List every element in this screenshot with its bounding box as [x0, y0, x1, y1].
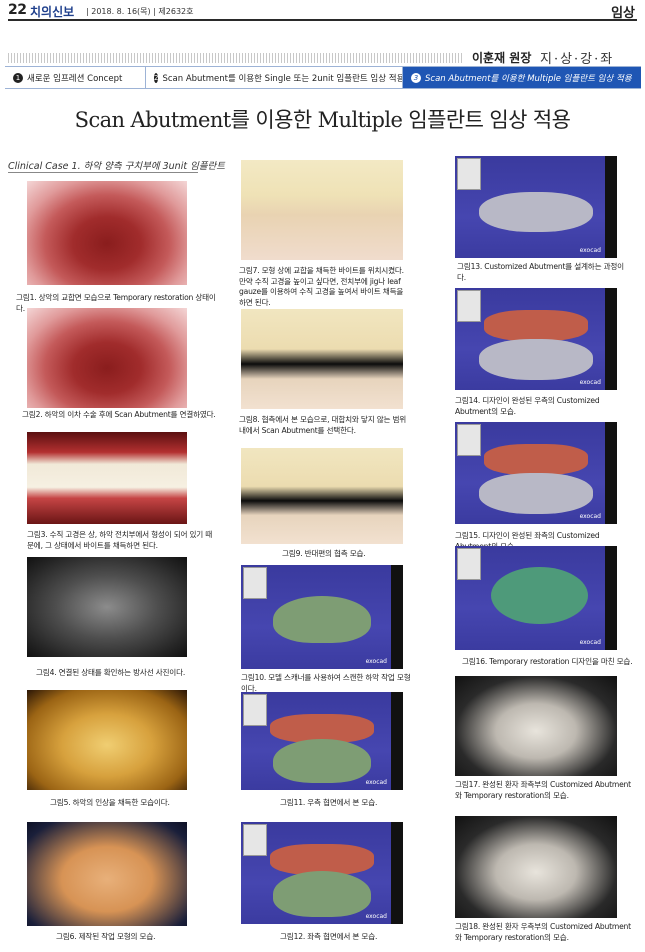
page-number: 22	[8, 2, 27, 18]
decorative-hatch	[8, 53, 463, 63]
software-toolbar	[605, 156, 617, 258]
figure-1-photo	[27, 181, 187, 285]
tab-number: 2	[154, 72, 159, 83]
figure-17-photo	[455, 676, 617, 776]
figure-9-photo	[241, 448, 403, 544]
scan-gingiva	[270, 844, 374, 876]
software-panel	[457, 290, 481, 322]
exocad-logo: exocad	[365, 913, 387, 920]
scan-gingiva	[484, 444, 588, 476]
figure-11-caption: 그림11. 우측 협면에서 본 모습.	[280, 798, 378, 807]
tab-label: Scan Abutment를 이용한 Single 또는 2unit 임플란트 …	[162, 73, 402, 84]
scan-model	[479, 339, 593, 380]
figure-18-caption: 그림18. 완성된 환자 우측부의 Customized Abutment와 T…	[455, 922, 631, 942]
figure-8-caption: 그림8. 협측에서 본 모습으로, 대합치와 닿지 않는 범위 내에서 Scan…	[239, 415, 407, 435]
software-toolbar	[605, 422, 617, 524]
scan-gingiva	[484, 310, 588, 342]
exocad-logo: exocad	[365, 658, 387, 665]
exocad-logo: exocad	[365, 779, 387, 786]
issue-date: | 2018. 8. 16(목) | 제2632호	[86, 7, 194, 16]
software-panel	[243, 567, 267, 599]
scan-model	[479, 473, 593, 514]
tab-label: 새로운 임프레션 Concept	[27, 73, 123, 84]
figure-18-photo	[455, 816, 617, 918]
series-tabs: 1 새로운 임프레션 Concept 2 Scan Abutment를 이용한 …	[5, 66, 641, 89]
tab-part-3[interactable]: 3 Scan Abutment를 이용한 Multiple 임플란트 임상 적용	[403, 67, 641, 88]
figure-16-caption: 그림16. Temporary restoration 디자인을 마친 모습.	[462, 657, 633, 666]
tab-part-2[interactable]: 2 Scan Abutment를 이용한 Single 또는 2unit 임플란…	[146, 67, 402, 88]
figure-7-photo	[241, 160, 403, 260]
figure-14-caption: 그림14. 디자인이 완성된 우측의 Customized Abutment의 …	[455, 396, 600, 416]
figure-14-screenshot: exocad	[455, 288, 617, 390]
figure-6-caption: 그림6. 제작된 작업 모형의 모습.	[56, 932, 156, 941]
figure-8-photo	[241, 309, 403, 409]
exocad-logo: exocad	[579, 247, 601, 254]
figure-6-photo	[27, 822, 187, 926]
software-panel	[243, 694, 267, 726]
tab-divider	[145, 67, 146, 88]
publication-name: 치의신보	[30, 5, 75, 19]
figure-15-screenshot: exocad	[455, 422, 617, 524]
figure-7-caption: 그림7. 모형 상에 교합을 채득한 바이트를 위치시켰다. 만약 수직 고경을…	[239, 266, 404, 307]
section-label: 임상	[611, 6, 635, 21]
figure-2-photo	[27, 308, 187, 408]
figure-9-caption: 그림9. 반대편의 협측 모습.	[282, 549, 366, 558]
case-underline	[8, 172, 198, 173]
tab-label: Scan Abutment를 이용한 Multiple 임플란트 임상 적용	[425, 73, 632, 84]
header-rule	[8, 19, 637, 21]
scan-model	[273, 870, 371, 917]
figure-17-caption: 그림17. 완성된 환자 좌측부의 Customized Abutment와 T…	[455, 780, 631, 800]
figure-3-caption: 그림3. 수직 고경은 상, 하악 전치부에서 형성이 되어 있기 때문에, 그…	[27, 530, 213, 550]
software-toolbar	[391, 565, 403, 669]
exocad-logo: exocad	[579, 513, 601, 520]
scan-model	[273, 596, 371, 643]
figure-11-screenshot: exocad	[241, 692, 403, 790]
tab-number: 3	[411, 72, 421, 83]
software-panel	[243, 824, 267, 856]
series-title: 지·상·강·좌	[540, 52, 615, 67]
figure-13-caption: 그림13. Customized Abutment를 설계하는 과정이다.	[457, 262, 624, 282]
scan-model	[490, 566, 588, 624]
software-panel	[457, 424, 481, 456]
software-toolbar	[391, 822, 403, 924]
figure-16-screenshot: exocad	[455, 546, 617, 650]
software-toolbar	[605, 288, 617, 390]
figure-13-screenshot: exocad	[455, 156, 617, 258]
tab-number: 1	[13, 72, 23, 83]
tab-part-1[interactable]: 1 새로운 임프레션 Concept	[5, 67, 145, 88]
tab-divider	[402, 67, 403, 88]
article-title: Scan Abutment를 이용한 Multiple 임플란트 임상 적용	[74, 108, 571, 132]
case-label: Clinical Case 1. 하악 양측 구치부에 3unit 임플란트	[8, 161, 226, 172]
scan-model	[479, 191, 593, 233]
figure-10-screenshot: exocad	[241, 565, 403, 669]
figure-4-photo	[27, 557, 187, 657]
software-panel	[457, 158, 481, 190]
figure-1-caption: 그림1. 상악의 교합면 모습으로 Temporary restoration …	[16, 293, 216, 313]
figure-3-photo	[27, 432, 187, 524]
figure-5-caption: 그림5. 하악의 인상을 채득한 모습이다.	[50, 798, 170, 807]
exocad-logo: exocad	[579, 639, 601, 646]
figure-2-caption: 그림2. 하악의 이차 수술 후에 Scan Abutment를 연결하였다.	[22, 410, 216, 419]
figure-5-photo	[27, 690, 187, 790]
software-panel	[457, 548, 481, 580]
figure-4-caption: 그림4. 연결된 상태를 확인하는 방사선 사진이다.	[36, 668, 186, 677]
scan-model	[273, 739, 371, 784]
software-toolbar	[605, 546, 617, 650]
figure-10-caption: 그림10. 모델 스캐너를 사용하여 스캔한 하악 작업 모형이다.	[241, 673, 411, 693]
author-name: 이훈재 원장	[472, 51, 532, 65]
figure-12-screenshot: exocad	[241, 822, 403, 924]
exocad-logo: exocad	[579, 379, 601, 386]
software-toolbar	[391, 692, 403, 790]
scan-gingiva	[270, 713, 374, 743]
figure-12-caption: 그림12. 좌측 협면에서 본 모습.	[280, 932, 378, 941]
